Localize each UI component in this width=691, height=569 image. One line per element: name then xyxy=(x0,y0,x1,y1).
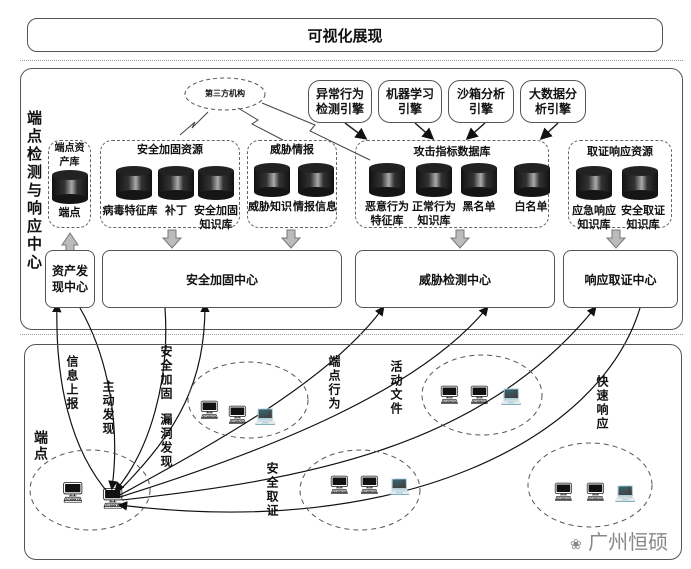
third-party-cloud xyxy=(184,77,266,111)
threat-detection-center: 威胁检测中心 xyxy=(355,250,555,308)
block-arrow-up xyxy=(61,232,79,253)
watermark: ❀ 广州恒硕 xyxy=(570,530,669,554)
engine-arrow xyxy=(465,122,486,140)
wechat-icon: ❀ xyxy=(570,537,582,553)
flow-label: 快速响应 xyxy=(595,375,609,431)
database-icon xyxy=(369,163,405,197)
database-icon xyxy=(298,163,334,197)
asset-db-group xyxy=(48,140,91,228)
computer-icon: 🖥 xyxy=(552,482,575,503)
db-label: 安全取证 知识库 xyxy=(621,204,665,231)
computer-icon: 🖥 xyxy=(328,475,351,496)
lightning-link xyxy=(237,107,284,141)
group-title: 取证响应资源 xyxy=(587,145,653,158)
edr-side-label: 端点检测与响应中心 xyxy=(25,110,43,272)
db-label: 威胁知识 xyxy=(248,200,292,213)
laptop-icon: 💻 xyxy=(500,385,523,406)
db-label: 应急响应 知识库 xyxy=(572,204,616,231)
computer-icon: 🖥 xyxy=(358,475,381,496)
engine-ml: 机器学习 引擎 xyxy=(378,80,442,123)
database-icon xyxy=(622,166,658,200)
security-hardening-center: 安全加固中心 xyxy=(102,250,342,308)
computer-icon: 🖥 xyxy=(100,486,126,510)
database-icon xyxy=(514,163,550,197)
db-label: 病毒特征库 xyxy=(102,204,158,217)
flow-label: 端点行为 xyxy=(327,355,341,411)
block-arrow-down xyxy=(605,229,627,249)
endpoint-cloud xyxy=(527,442,653,528)
divider xyxy=(20,334,683,335)
flow-label: 安全加固 xyxy=(159,345,173,401)
database-icon xyxy=(461,163,497,197)
flow-forensics xyxy=(121,306,597,501)
database-icon xyxy=(576,166,612,200)
flow-vuln-discovery xyxy=(117,302,210,493)
engine-arrow xyxy=(539,122,559,141)
visualization-bar: 可视化展现 xyxy=(27,18,663,52)
flow-label: 安全取证 xyxy=(265,462,279,518)
flow-label: 漏洞发现 xyxy=(159,413,173,469)
computer-icon: 🖥 xyxy=(584,482,607,503)
engine-anomaly: 异常行为 检测引擎 xyxy=(308,80,372,123)
visualization-title: 可视化展现 xyxy=(307,26,383,45)
response-forensics-center: 响应取证中心 xyxy=(563,250,678,308)
group-title: 安全加固资源 xyxy=(137,143,203,156)
database-icon xyxy=(52,170,88,204)
laptop-icon: 💻 xyxy=(614,482,637,503)
endpoint-cloud xyxy=(29,449,151,531)
lightning-link xyxy=(179,111,209,136)
block-arrow-down xyxy=(280,229,302,249)
engine-sandbox: 沙箱分析 引擎 xyxy=(448,80,514,123)
endpoint-cloud xyxy=(299,449,421,531)
hardening-resource-group xyxy=(100,140,240,228)
flow-info-report xyxy=(52,302,111,496)
group-title: 威胁情报 xyxy=(270,143,314,156)
flow-label: 主动发现 xyxy=(101,380,115,436)
database-icon xyxy=(198,166,234,200)
laptop-icon: 💻 xyxy=(254,405,277,426)
engine-arrow xyxy=(344,122,368,140)
third-party-label: 第三方机构 xyxy=(205,89,245,98)
flow-label: 信息上报 xyxy=(65,355,79,411)
computer-icon: 🖥 xyxy=(226,405,249,426)
database-icon xyxy=(254,163,290,197)
engine-bigdata: 大数据分 析引擎 xyxy=(520,80,586,123)
flow-label: 活动文件 xyxy=(389,360,403,416)
db-label: 白名单 xyxy=(514,200,548,213)
flow-active-discovery xyxy=(79,307,118,491)
flow-fast-response xyxy=(117,307,641,513)
endpoint-panel xyxy=(24,344,682,560)
db-label: 安全加固 知识库 xyxy=(194,204,238,231)
computer-icon: 🖥 xyxy=(468,385,491,406)
block-arrow-down xyxy=(161,229,183,249)
forensics-resource-group xyxy=(568,140,672,228)
database-icon xyxy=(116,166,152,200)
flow-endpoint-behavior xyxy=(119,306,385,496)
database-icon xyxy=(416,163,452,197)
divider xyxy=(20,60,683,61)
db-label: 情报信息 xyxy=(293,200,337,213)
threat-intel-group xyxy=(247,140,337,228)
computer-icon: 🖥 xyxy=(438,385,461,406)
group-title: 端点资 产库 xyxy=(54,143,85,168)
database-icon xyxy=(158,166,194,200)
endpoint-cloud xyxy=(187,361,309,439)
computer-icon: 🖥 xyxy=(198,400,221,421)
db-label: 正常行为 知识库 xyxy=(412,200,456,227)
lightning-link xyxy=(261,102,371,161)
db-label: 补丁 xyxy=(165,204,187,217)
db-label: 恶意行为 特征库 xyxy=(365,200,409,227)
db-label: 端点 xyxy=(58,206,81,219)
db-label: 黑名单 xyxy=(462,200,496,213)
computer-icon: 🖥 xyxy=(60,480,86,504)
group-title: 攻击指标数据库 xyxy=(413,145,491,158)
block-arrow-down xyxy=(449,229,471,249)
engine-arrow xyxy=(414,122,435,140)
endpoint-cloud xyxy=(421,354,543,436)
flow-active-files xyxy=(119,306,489,498)
asset-discovery-center: 资产发 现中心 xyxy=(45,250,95,308)
laptop-icon: 💻 xyxy=(388,475,411,496)
endpoint-side-label: 端点 xyxy=(32,430,48,462)
